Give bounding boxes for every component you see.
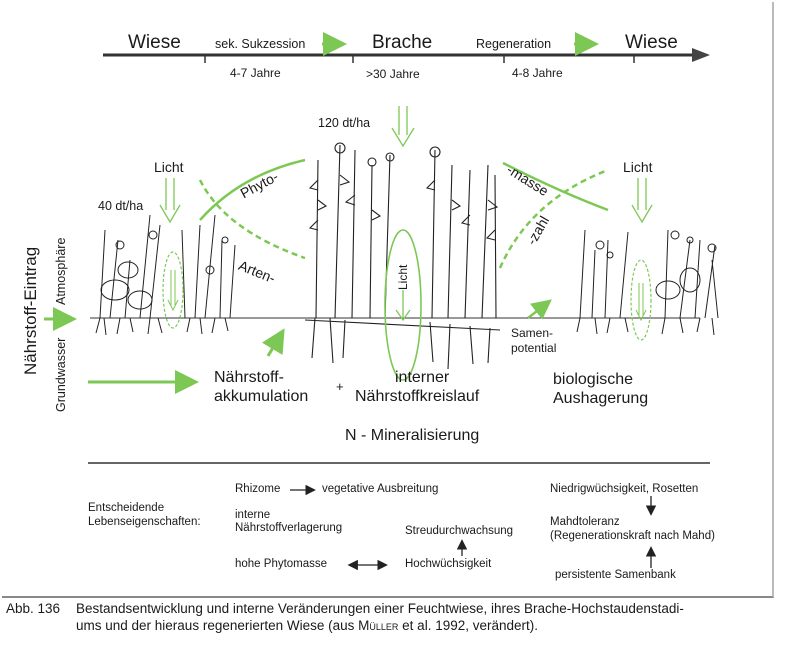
light-arrow-center xyxy=(391,106,415,148)
trait-tall-growth: Hochwüchsigkeit xyxy=(405,558,492,570)
traits-heading-1: Entscheidende xyxy=(88,502,165,514)
figure-frame xyxy=(2,2,774,598)
trait-high-biomass: hohe Phytomasse xyxy=(235,558,328,570)
trait-litter: Streudurchwachsung xyxy=(405,525,514,537)
phytomass-curve-decline xyxy=(502,161,609,212)
meadow-plants-left xyxy=(95,214,236,336)
stage-wiese-start: Wiese xyxy=(128,32,181,53)
stage-brache: Brache xyxy=(372,32,433,53)
duration-succession: 4-7 Jahre xyxy=(230,66,281,80)
caption-author: Müller xyxy=(358,618,399,633)
light-label-center: Licht xyxy=(396,264,410,290)
species-curve-increase xyxy=(498,168,609,269)
trait-rhizome: Rhizome xyxy=(235,483,281,495)
transition-succession: sek. Sukzession xyxy=(215,37,306,51)
trait-internal-1: interne xyxy=(235,509,271,521)
light-ellipse-right xyxy=(630,259,652,341)
diagram-graphics xyxy=(44,32,719,571)
plus-sign: + xyxy=(336,379,344,394)
seed-potential-1: Samen- xyxy=(511,326,554,340)
seed-potential-2: potential xyxy=(511,341,557,355)
process-accumulation-2: akkumulation xyxy=(214,388,309,405)
caption-label: Abb. 136 xyxy=(6,601,61,616)
light-label-left: Licht xyxy=(154,159,184,175)
yield-left: 40 dt/ha xyxy=(98,199,144,213)
trait-internal-2: Nährstoffverlagerung xyxy=(235,522,343,534)
process-cycle-2: Nährstoffkreislauf xyxy=(355,388,480,405)
process-depletion-1: biologische xyxy=(553,371,634,388)
n-mineralization: N - Mineralisierung xyxy=(345,427,480,444)
light-arrow-right xyxy=(631,178,653,224)
trait-vegetative: vegetative Ausbreitung xyxy=(322,483,439,495)
transition-regeneration: Regeneration xyxy=(476,37,552,51)
input-atmosphere: Atmosphäre xyxy=(54,237,68,305)
process-cycle-1: interner xyxy=(395,369,450,386)
duration-fallow: >30 Jahre xyxy=(366,67,420,81)
light-arrow-inner-left xyxy=(167,270,179,312)
seed-potential-arrow xyxy=(527,299,552,320)
light-arrow-inner-right xyxy=(635,283,647,322)
trait-seedbank: persistente Samenbank xyxy=(555,569,676,581)
light-arrow-inner-center xyxy=(395,290,411,322)
nutrient-input-label: Nährstoff-Eintrag xyxy=(21,246,40,375)
trait-mowing-2: (Regenerationskraft nach Mahd) xyxy=(550,530,715,542)
process-accumulation-1: Nährstoff- xyxy=(214,369,284,386)
light-arrow-left xyxy=(159,178,181,224)
process-depletion-2: Aushagerung xyxy=(553,390,649,407)
light-ellipse-left xyxy=(162,251,184,329)
fallow-tall-herbs xyxy=(304,142,501,370)
species-curve xyxy=(198,179,306,260)
phytomass-curve xyxy=(199,158,306,221)
duration-regeneration: 4-8 Jahre xyxy=(512,66,563,80)
meadow-plants-right xyxy=(576,229,719,336)
traits-heading-2: Lebenseigenschaften: xyxy=(88,516,201,528)
caption-line-2b: et al. 1992, verändert). xyxy=(398,618,539,633)
figure-caption: Abb. 136 Bestandsentwicklung und interne … xyxy=(6,600,786,634)
accumulation-arrow xyxy=(261,328,285,357)
stage-wiese-end: Wiese xyxy=(625,32,678,53)
caption-line-1: Bestandsentwicklung und interne Veränder… xyxy=(76,601,684,616)
trait-mowing-1: Mahdtoleranz xyxy=(550,516,620,528)
light-label-right: Licht xyxy=(623,159,653,175)
input-groundwater: Grundwasser xyxy=(54,337,68,412)
yield-center: 120 dt/ha xyxy=(318,116,371,130)
caption-line-2a: ums und der hieraus regenerierten Wiese … xyxy=(76,618,359,633)
trait-low-growth: Niedrigwüchsigkeit, Rosetten xyxy=(550,483,699,495)
light-ellipse-center xyxy=(384,229,422,381)
